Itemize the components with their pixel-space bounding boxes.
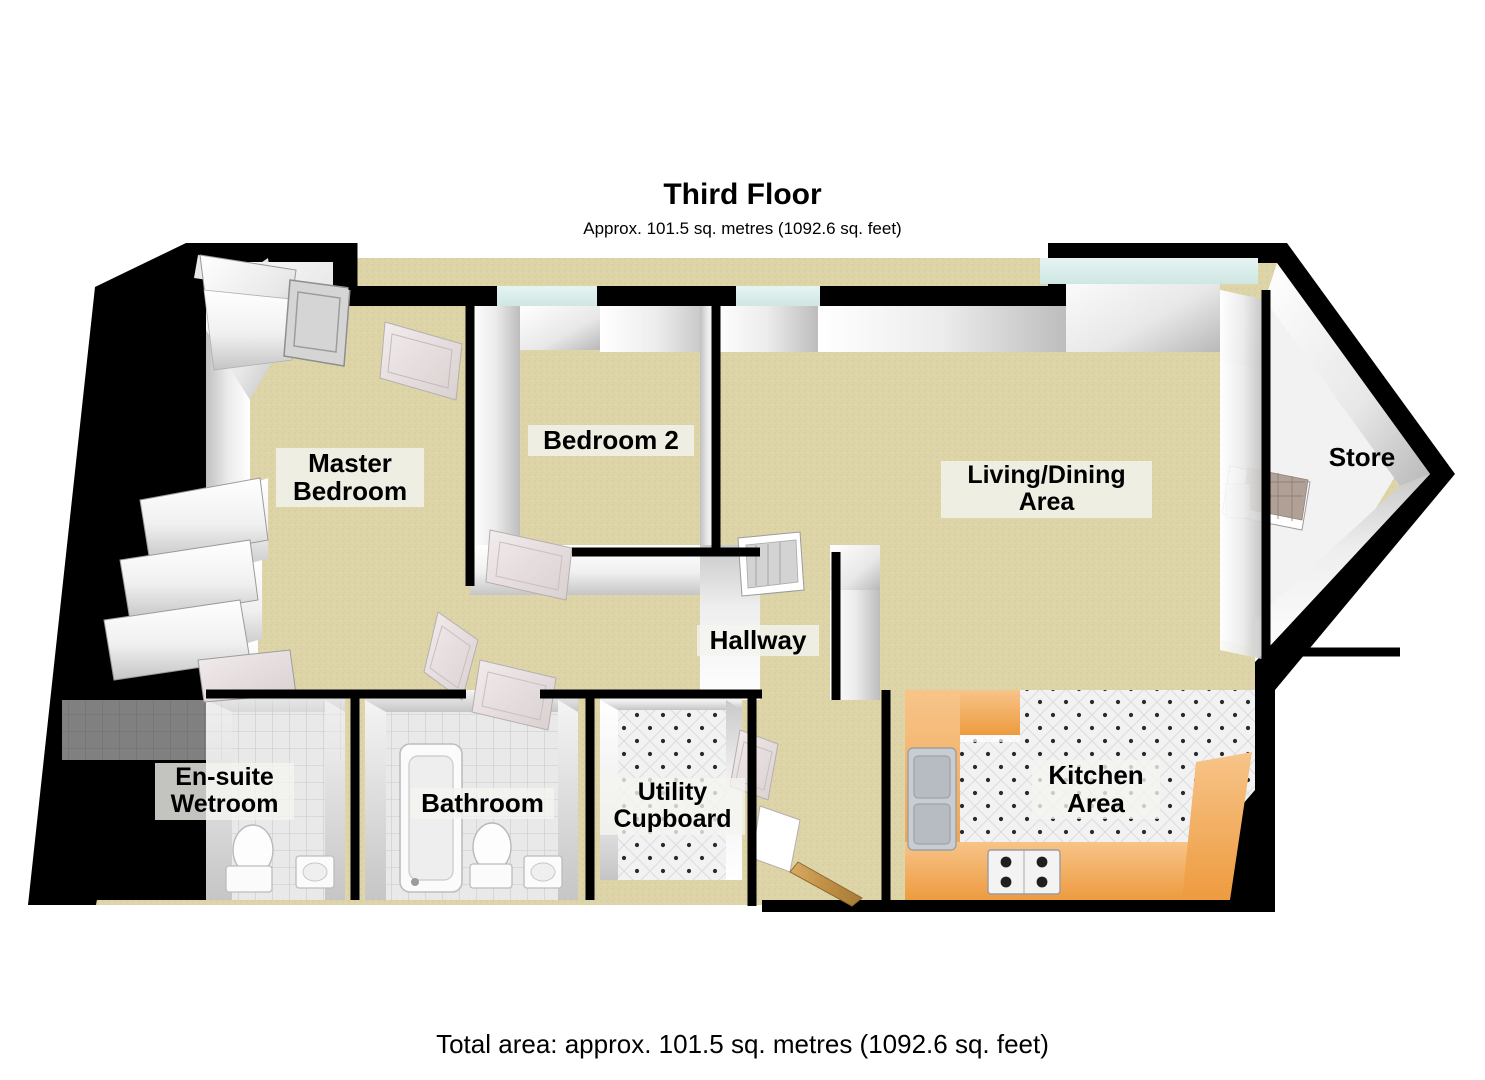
wall-store-right: [1255, 474, 1430, 662]
wall-living-left-top: [830, 545, 880, 590]
room-label-kitchen-area: Kitchen Area: [1032, 760, 1160, 820]
floor-store: [1265, 270, 1405, 650]
master-wall-units: [103, 254, 301, 703]
worktop-right: [1182, 752, 1252, 900]
room-label-utility-cupboard: Utility Cupboard: [600, 778, 745, 835]
kitchen-sink: [907, 747, 957, 851]
room-label-en-suite-wetroom: En-suite Wetroom: [155, 763, 294, 820]
living-east-wall-face: [1220, 290, 1266, 660]
kitchen-fixtures: [905, 690, 1252, 900]
shelf-unit-1: [139, 477, 269, 563]
room-label-hallway: Hallway: [697, 625, 819, 657]
door-living-hall[interactable]: [737, 531, 805, 597]
page-subtitle: Approx. 101.5 sq. metres (1092.6 sq. fee…: [583, 219, 902, 238]
total-area-text: Total area: approx. 101.5 sq. metres (10…: [436, 1029, 1049, 1059]
room-label-bedroom-2: Bedroom 2: [528, 425, 694, 457]
window-living-3: [1040, 258, 1258, 284]
room-label-bathroom: Bathroom: [411, 788, 554, 820]
wall-bed2-left: [470, 306, 520, 580]
page-title: Third Floor: [663, 178, 822, 211]
ensuite-basin: [295, 855, 335, 889]
ensuite-fixtures: [225, 824, 335, 893]
door-bedroom2-hall[interactable]: [485, 529, 573, 601]
bathroom-wc: [469, 822, 513, 889]
outer-wall-corner-br: [1150, 690, 1275, 912]
wall-store-top: [1265, 263, 1430, 486]
room-label-store: Store: [1328, 442, 1396, 472]
wall-bed2-top: [600, 306, 716, 352]
wall-living-north-c: [1066, 263, 1220, 352]
wardrobe-panel-2: [203, 289, 301, 371]
ensuite-wc: [225, 824, 274, 893]
window-living-1: [497, 286, 597, 306]
living-units: [1220, 290, 1266, 660]
door-master-bedroom[interactable]: [283, 279, 351, 367]
wall-lines: [206, 243, 1400, 906]
door-bedroom-2[interactable]: [379, 321, 463, 401]
door-bathroom[interactable]: [471, 659, 557, 731]
window-living-2: [736, 286, 820, 306]
room-label-living-dining-area: Living/Dining Area: [941, 461, 1152, 518]
door-ensuite[interactable]: [423, 611, 479, 701]
wall-ensuite-back: [62, 700, 345, 760]
kitchen-hob: [987, 849, 1061, 895]
room-label-master-bedroom: Master Bedroom: [276, 448, 424, 508]
bathroom-basin: [523, 855, 563, 889]
entrance-door[interactable]: [789, 861, 863, 907]
wall-bed2-top-left: [520, 306, 600, 350]
shelf-unit-2: [119, 539, 259, 621]
wall-living-north-b: [818, 306, 1066, 352]
title-block: Third Floor Approx. 101.5 sq. metres (10…: [0, 178, 1485, 242]
wall-bath-left: [365, 700, 386, 900]
wall-bath-right: [558, 700, 578, 900]
footer-block: Total area: approx. 101.5 sq. metres (10…: [0, 1029, 1485, 1060]
cabinet-edge-1: [960, 735, 1020, 742]
wall-living-north-a: [716, 306, 818, 352]
